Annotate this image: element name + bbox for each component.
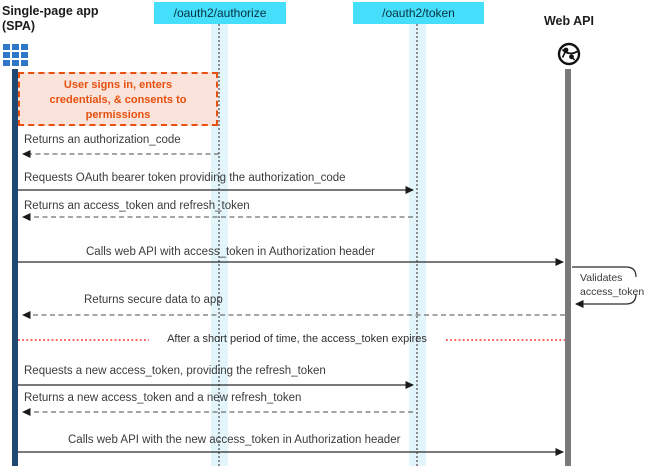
label-returns-access-refresh-token: Returns an access_token and refresh_toke… [24, 200, 250, 212]
globe-icon [557, 42, 581, 66]
authorize-endpoint-box: /oauth2/authorize [154, 2, 286, 24]
label-requests-bearer-token: Requests OAuth bearer token providing th… [24, 172, 346, 184]
activation-bar-spa [12, 69, 18, 466]
lifeline-token [416, 24, 418, 466]
label-returns-secure-data: Returns secure data to app [84, 294, 223, 306]
spa-actor-label-line1: Single-page app [2, 4, 99, 18]
webapi-actor-label: Web API [543, 14, 594, 28]
activation-bar-webapi [565, 69, 571, 466]
spa-actor-label-line2: (SPA) [2, 19, 36, 33]
spa-actor-label: Single-page app (SPA) [2, 4, 99, 34]
label-requests-new-access-token: Requests a new access_token, providing t… [24, 365, 326, 377]
label-token-expires-separator: After a short period of time, the access… [167, 333, 427, 345]
label-validates-access-token: Validates access_token [580, 272, 645, 298]
lifeline-authorize [218, 24, 220, 466]
label-calls-webapi-new-access-token: Calls web API with the new access_token … [68, 434, 401, 446]
app-grid-icon [3, 44, 28, 66]
user-signin-note: User signs in, enters credentials, & con… [18, 72, 218, 126]
label-returns-new-tokens: Returns a new access_token and a new ref… [24, 392, 302, 404]
label-calls-webapi-access-token: Calls web API with access_token in Autho… [86, 246, 375, 258]
label-returns-authorization-code: Returns an authorization_code [24, 134, 181, 146]
token-endpoint-box: /oauth2/token [353, 2, 484, 24]
